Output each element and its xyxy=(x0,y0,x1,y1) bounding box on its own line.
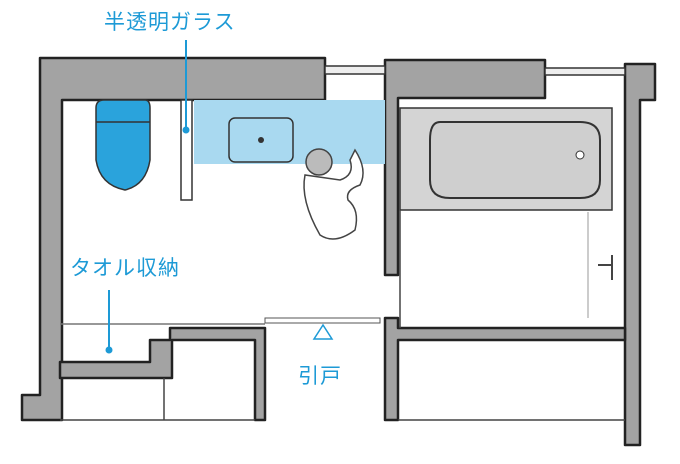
sink-drain xyxy=(258,137,264,143)
tub-drain xyxy=(575,150,585,160)
bathtub xyxy=(429,121,601,199)
window-left xyxy=(324,65,626,76)
wall-right xyxy=(623,62,657,447)
door-label: 引戸 xyxy=(298,364,342,388)
toilet xyxy=(95,99,151,191)
towel-label: タオル収納 xyxy=(70,256,180,280)
wall-top-right xyxy=(383,58,547,277)
person-figure xyxy=(303,148,364,240)
glass-label: 半透明ガラス xyxy=(104,10,236,34)
wall-middle xyxy=(383,316,627,422)
sliding-door xyxy=(264,317,381,324)
faucet xyxy=(598,255,613,280)
door-arrow-icon xyxy=(312,323,334,340)
wall-lower-left xyxy=(58,326,267,422)
